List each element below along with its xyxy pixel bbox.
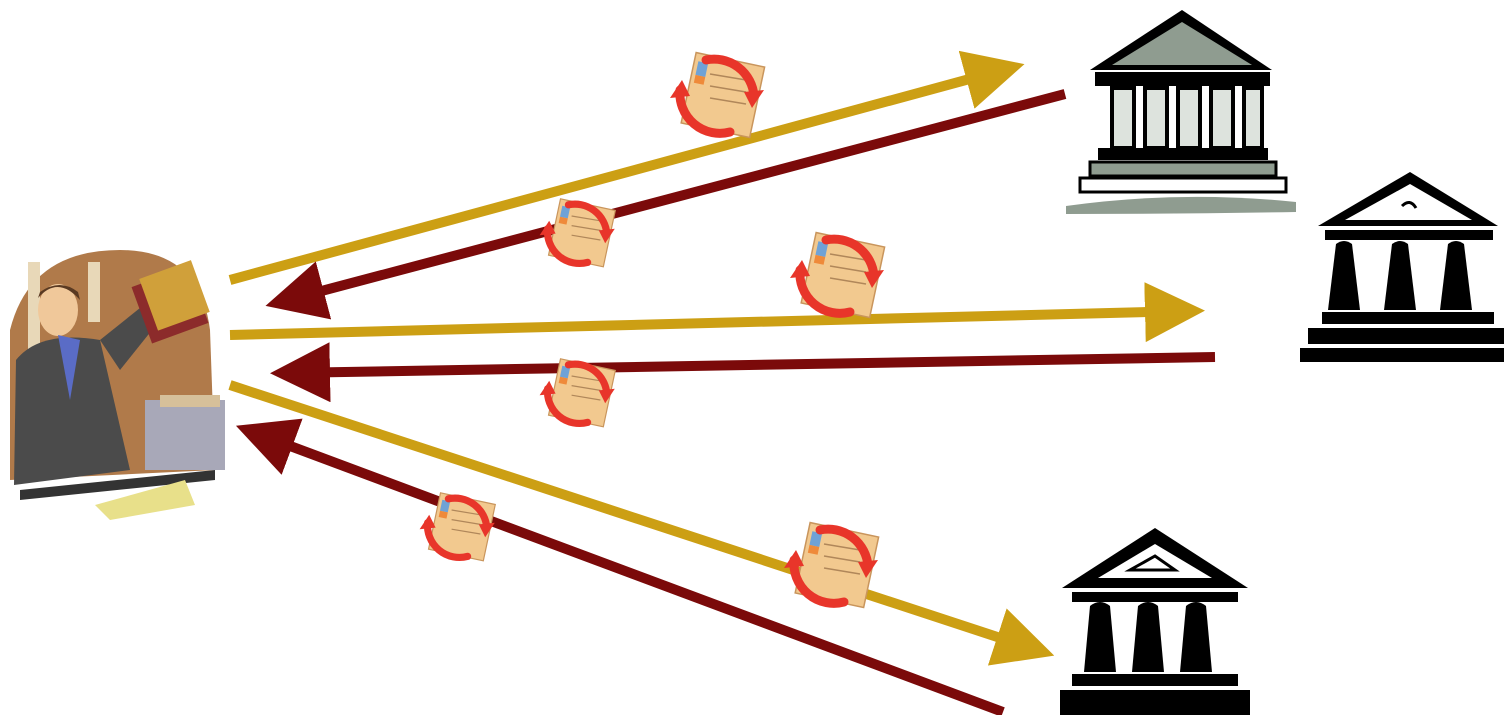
edge-response-bottom xyxy=(235,418,1005,715)
mail-exchange-icon xyxy=(670,53,765,138)
mail-exchange-icon xyxy=(540,199,616,267)
official-clerk-icon xyxy=(10,250,225,520)
edge-response-middle xyxy=(270,342,1216,403)
mail-exchange-icon xyxy=(790,233,885,318)
edge-response-top xyxy=(265,89,1067,320)
bank-middle-building-icon xyxy=(1300,172,1504,362)
bank-top-building-icon xyxy=(1066,10,1296,214)
edge-request-bottom xyxy=(228,380,1055,666)
mail-exchange-icon xyxy=(784,523,879,608)
edge-request-middle xyxy=(229,282,1205,343)
bank-bottom-building-icon xyxy=(1060,528,1250,715)
edge-request-top xyxy=(228,50,1025,285)
arrows xyxy=(228,50,1216,715)
